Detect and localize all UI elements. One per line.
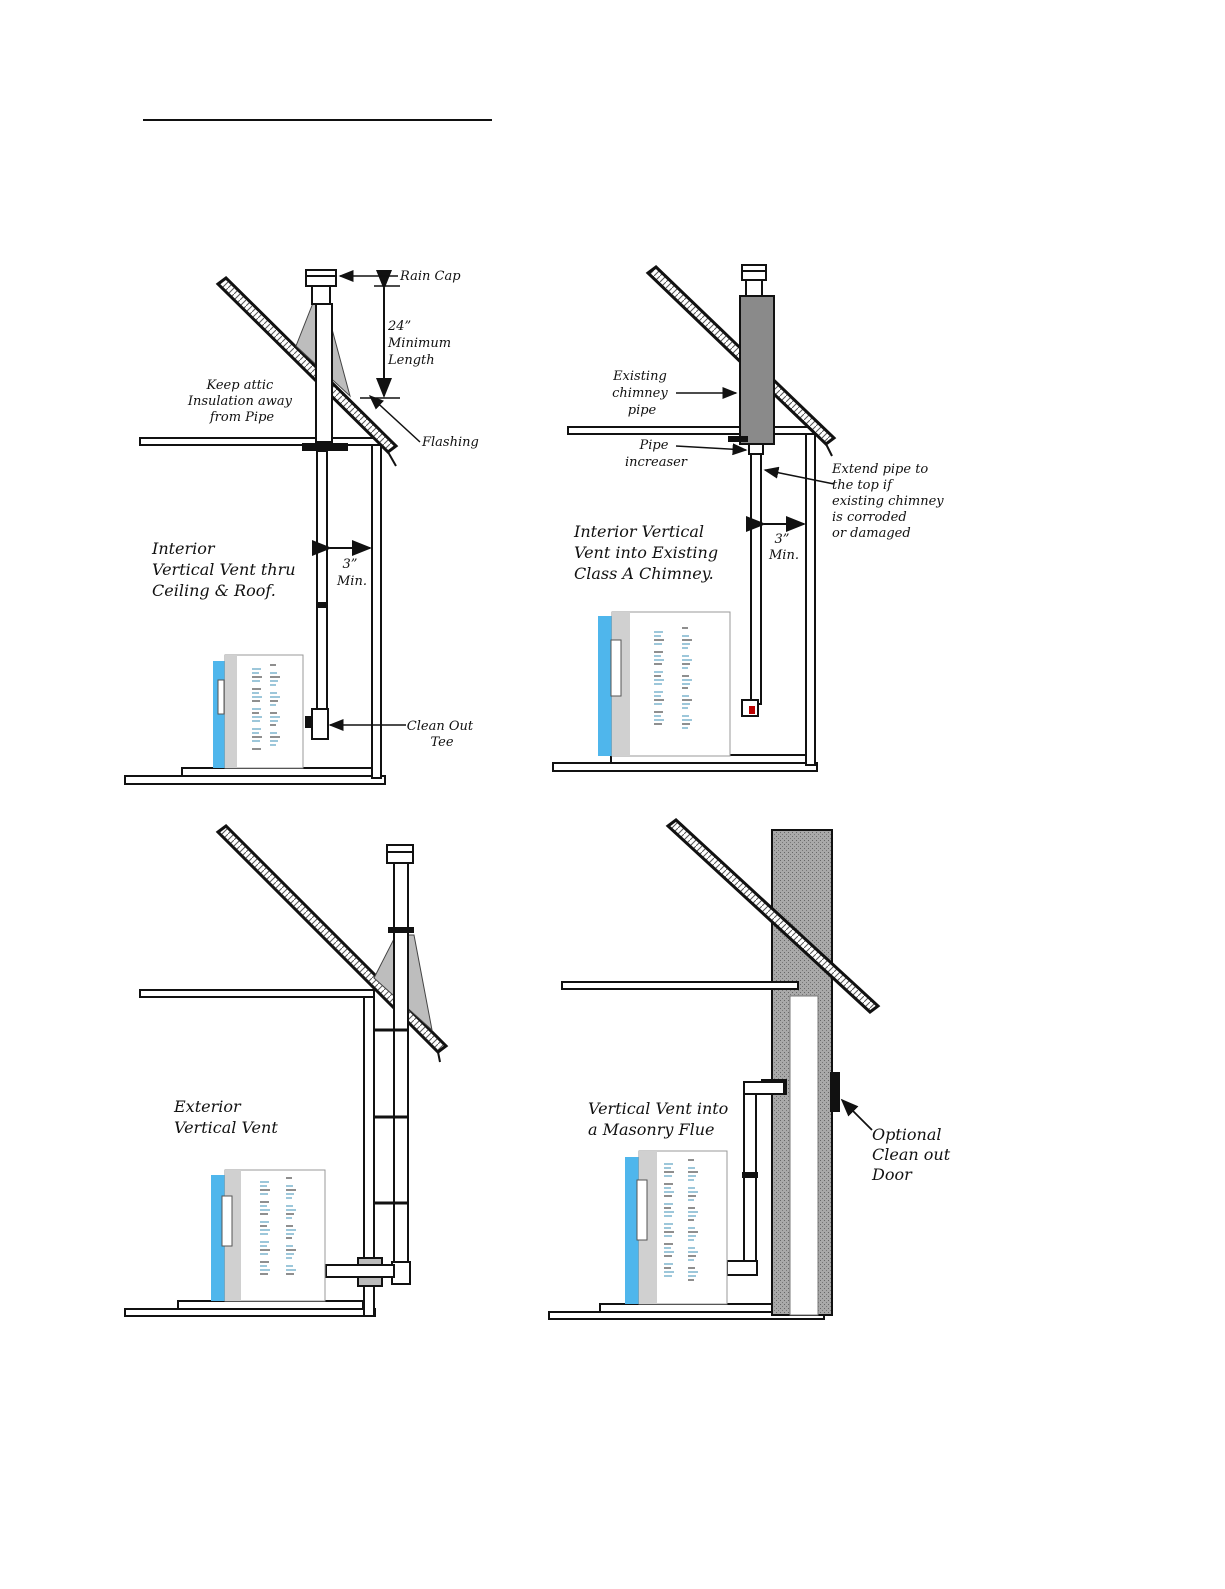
clearance-label: 3” Min. bbox=[768, 532, 799, 563]
roof bbox=[665, 818, 881, 1014]
stove bbox=[625, 1150, 728, 1305]
floor bbox=[124, 775, 386, 785]
flue bbox=[789, 995, 819, 1316]
min-length-label: 24” Minimum Length bbox=[387, 319, 455, 368]
stove-pipe bbox=[750, 453, 762, 705]
ceiling bbox=[561, 981, 799, 990]
extend-pipe-label: Extend pipe to the top if existing chimn… bbox=[831, 462, 948, 541]
stove bbox=[213, 654, 304, 769]
panel-interior-vertical-vent: Rain Cap 24” Minimum Length Keep attic I… bbox=[124, 269, 479, 785]
hearth bbox=[181, 767, 378, 777]
ceiling-support bbox=[302, 443, 348, 451]
panel-class-a-chimney: Existing chimney pipe Pipe increaser Ext… bbox=[552, 264, 948, 772]
clean-out-door bbox=[830, 1072, 840, 1112]
rain-cap bbox=[386, 844, 414, 864]
stove bbox=[598, 611, 731, 757]
panel-masonry-flue: Optional Clean out Door Vertical Vent in… bbox=[548, 818, 955, 1320]
panel-title: Interior Vertical Vent thru Ceiling & Ro… bbox=[151, 539, 301, 600]
ceiling bbox=[567, 426, 817, 435]
panel-title: Interior Vertical Vent into Existing Cla… bbox=[573, 522, 723, 583]
roof bbox=[215, 276, 399, 454]
floor bbox=[552, 762, 818, 772]
connector-pipe bbox=[325, 1264, 395, 1278]
wall-brackets bbox=[374, 1028, 408, 1205]
rain-cap-label: Rain Cap bbox=[399, 269, 461, 284]
flashing-label: Flashing bbox=[421, 435, 479, 450]
pipe-increaser bbox=[748, 443, 764, 455]
panel-title: Vertical Vent into a Masonry Flue bbox=[588, 1099, 733, 1139]
clean-out-door-label: Optional Clean out Door bbox=[871, 1125, 955, 1184]
clean-out-label: Clean Out Tee bbox=[407, 719, 477, 750]
exterior-chimney-pipe bbox=[393, 862, 409, 1282]
stove-pipe bbox=[316, 450, 328, 710]
hearth bbox=[599, 1303, 776, 1313]
panel-exterior-vertical-vent: Exterior Vertical Vent bbox=[124, 824, 449, 1317]
chimney-pipe bbox=[315, 303, 333, 443]
existing-chimney-label: Existing chimney pipe bbox=[612, 369, 672, 418]
hearth bbox=[177, 1300, 364, 1310]
clean-out-tee bbox=[311, 708, 329, 740]
panel-title: Exterior Vertical Vent bbox=[173, 1097, 278, 1137]
roof bbox=[215, 824, 449, 1054]
stove bbox=[211, 1169, 326, 1302]
ceiling bbox=[139, 989, 375, 998]
pipe-increaser-label: Pipe increaser bbox=[625, 438, 688, 470]
existing-chimney-pipe bbox=[739, 295, 775, 445]
rain-cap bbox=[305, 269, 337, 287]
wall bbox=[371, 442, 382, 779]
keep-attic-label: Keep attic Insulation away from Pipe bbox=[187, 378, 296, 425]
clearance-label: 3” Min. bbox=[336, 557, 367, 589]
floor bbox=[124, 1308, 376, 1317]
ceiling bbox=[139, 437, 386, 446]
rain-cap bbox=[741, 264, 767, 281]
